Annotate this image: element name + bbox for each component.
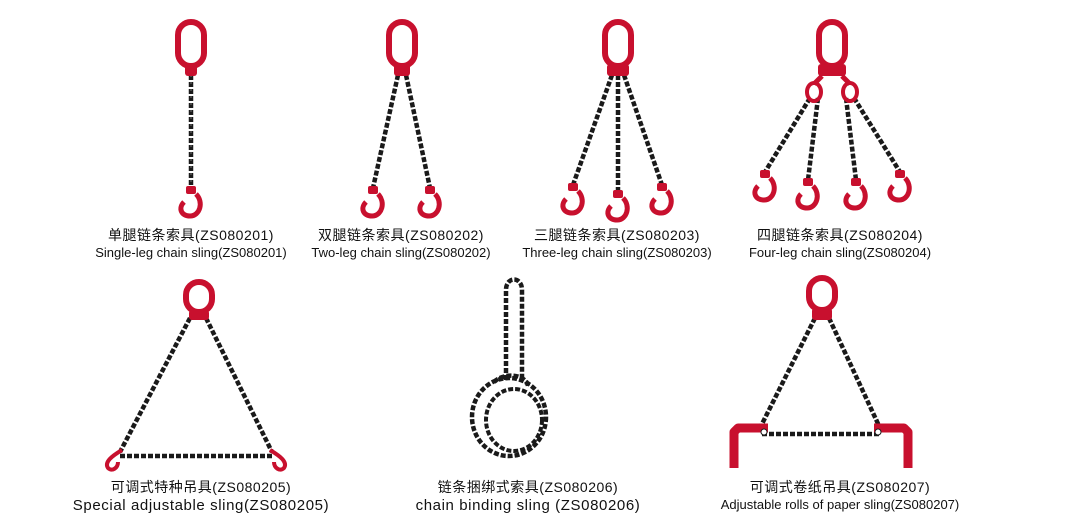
caption-paper-roll: 可调式卷纸吊具(ZS080207) Adjustable rolls of pa… [690,478,990,513]
master-link-icon [386,19,418,76]
chain-legs [370,74,433,189]
caption-en: Three-leg chain sling(ZS080203) [522,245,712,260]
master-link-icon [183,279,215,320]
three-leg-sling-illustration [560,19,674,223]
chain-binding-sling-illustration [469,277,549,459]
sub-link-icon [805,74,824,103]
right-clamp-icon [874,423,913,468]
hook-icon [649,183,674,216]
caption-en: chain binding sling (ZS080206) [415,497,641,514]
caption-en: Single-leg chain sling(ZS080201) [95,245,287,260]
chain-triangle [118,316,275,459]
special-adjustable-sling-illustration [105,279,287,472]
caption-zh: 双腿链条索具(ZS080202) [318,227,484,243]
master-link-icon [806,275,838,320]
hook-icon [605,190,630,223]
hook-icon [887,170,912,203]
hook-icon [752,170,777,203]
sub-link-icon [840,74,859,103]
hook-icon [560,183,585,216]
master-link-icon [175,19,207,76]
caption-zh: 可调式卷纸吊具(ZS080207) [749,479,931,495]
chain-loop [469,277,549,459]
caption-zh: 单腿链条索具(ZS080201) [108,227,274,243]
hook-icon [178,186,203,219]
paper-roll-sling-illustration [729,275,913,468]
caption-four-leg: 四腿链条索具(ZS080204) Four-leg chain sling(ZS… [740,226,940,261]
caption-zh: 链条捆绑式索具(ZS080206) [437,479,619,495]
hook-icon [795,178,820,211]
chain-legs [570,74,665,192]
hook-icon [268,448,287,472]
four-leg-sling-illustration [752,19,912,211]
two-leg-sling-illustration [360,19,442,219]
caption-en: Adjustable rolls of paper sling(ZS080207… [720,497,960,512]
caption-zh: 四腿链条索具(ZS080204) [757,227,923,243]
caption-three-leg: 三腿链条索具(ZS080203) Three-leg chain sling(Z… [517,226,717,261]
caption-single-leg: 单腿链条索具(ZS080201) Single-leg chain sling(… [91,226,291,261]
chain-triangle [757,316,883,437]
hook-icon [843,178,868,211]
caption-zh: 三腿链条索具(ZS080203) [534,227,700,243]
master-link-icon [816,19,848,76]
caption-two-leg: 双腿链条索具(ZS080202) Two-leg chain sling(ZS0… [301,226,501,261]
chain-legs [763,96,902,181]
hook-icon [105,448,124,472]
single-leg-sling-illustration [175,19,207,219]
hook-icon [417,186,442,219]
caption-en: Two-leg chain sling(ZS080202) [311,245,491,260]
hook-icon [360,186,385,219]
master-link-icon [602,19,634,76]
caption-chain-binding: 链条捆绑式索具(ZS080206) chain binding sling (Z… [398,478,658,515]
caption-en: Special adjustable sling(ZS080205) [72,497,330,514]
caption-en: Four-leg chain sling(ZS080204) [748,245,932,260]
left-clamp-icon [729,423,768,468]
caption-zh: 可调式特种吊具(ZS080205) [110,479,292,495]
caption-special-adjustable: 可调式特种吊具(ZS080205) Special adjustable sli… [56,478,346,515]
